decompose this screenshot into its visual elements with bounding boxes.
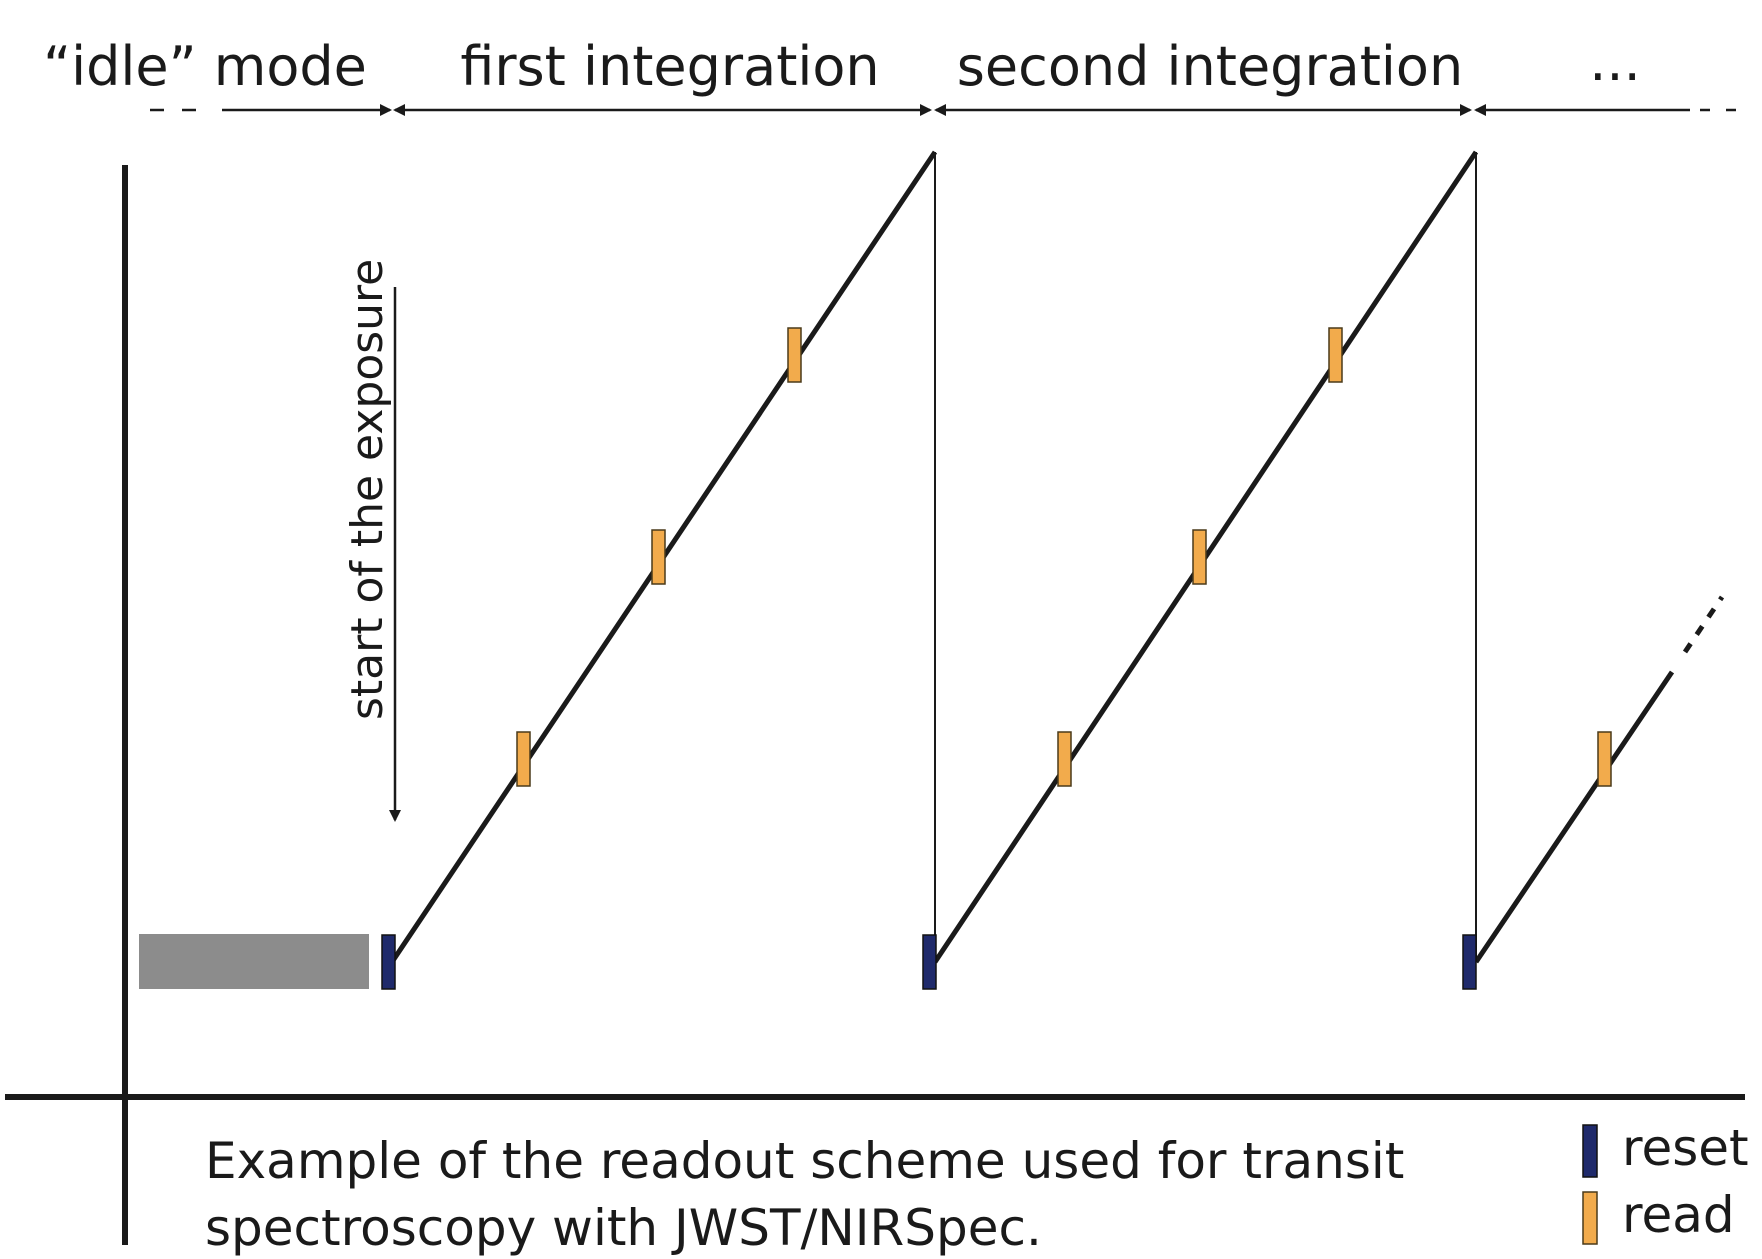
read-marker xyxy=(787,327,802,383)
legend: reset read xyxy=(1582,1119,1749,1245)
read-marker xyxy=(1597,731,1612,787)
start-of-exposure-label: start of the exposure xyxy=(342,259,393,720)
phase-label-idle: “idle” mode xyxy=(43,35,367,98)
legend-reset-swatch xyxy=(1582,1124,1598,1178)
phase-label-continuation: ... xyxy=(1589,30,1641,93)
read-marker xyxy=(1192,529,1207,585)
phase-label-first-integration: first integration xyxy=(460,35,879,98)
idle-mode-bar xyxy=(139,934,369,989)
legend-read-label: read xyxy=(1622,1186,1735,1244)
caption-line-1: Example of the readout scheme used for t… xyxy=(205,1132,1404,1190)
legend-reset-label: reset xyxy=(1622,1119,1749,1177)
reset-marker xyxy=(1462,934,1477,990)
legend-read-swatch xyxy=(1582,1191,1598,1245)
caption-line-2: spectroscopy with JWST/NIRSpec. xyxy=(205,1199,1042,1257)
read-marker xyxy=(516,731,531,787)
integration-ramps xyxy=(381,150,1725,990)
reset-marker xyxy=(381,934,396,990)
read-marker xyxy=(1328,327,1343,383)
reset-marker xyxy=(922,934,937,990)
read-marker xyxy=(1057,731,1072,787)
ramp-line-third-integration xyxy=(1473,670,1675,964)
read-marker xyxy=(651,529,666,585)
ramp-continuation-dots xyxy=(1682,595,1725,654)
phase-label-second-integration: second integration xyxy=(957,35,1463,98)
